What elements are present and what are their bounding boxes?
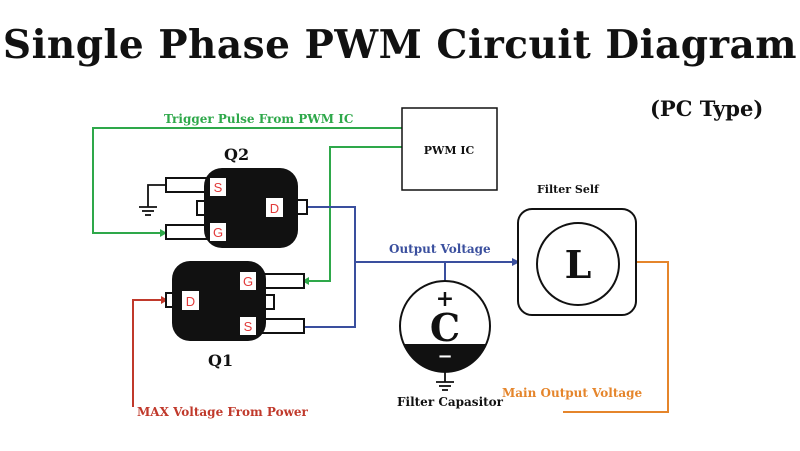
q1-pin-d-box bbox=[182, 291, 199, 310]
filter-capacitor: + C − bbox=[399, 280, 491, 373]
q2-label: Q2 bbox=[224, 145, 249, 164]
output-wires bbox=[305, 206, 516, 328]
q1-pin-s: S bbox=[244, 319, 253, 334]
q2-pin-g: G bbox=[213, 225, 223, 240]
ground-icon-capacitor bbox=[436, 371, 454, 391]
q1-label: Q1 bbox=[208, 351, 233, 370]
output-voltage-label: Output Voltage bbox=[389, 242, 491, 256]
trigger-arrow-q1 bbox=[302, 277, 309, 285]
filter-self-label: Filter Self bbox=[537, 183, 600, 196]
max-voltage-arrow bbox=[161, 296, 168, 304]
q1-pin-g-box bbox=[240, 272, 256, 290]
inductor-symbol: L bbox=[565, 242, 592, 287]
trigger-wire-q1 bbox=[305, 146, 402, 282]
q2-pin-s: S bbox=[214, 180, 223, 195]
trigger-wires bbox=[92, 127, 402, 282]
main-output-wire bbox=[563, 261, 669, 413]
pwm-ic-label: PWM IC bbox=[424, 144, 475, 157]
diagram-subtitle: (PC Type) bbox=[650, 96, 764, 121]
q1-pin-s-box bbox=[240, 317, 256, 335]
pwm-ic-box bbox=[401, 107, 498, 191]
capacitor-minus: − bbox=[437, 346, 452, 367]
q1-lead-s bbox=[259, 318, 305, 334]
q2-drain-wire bbox=[305, 206, 356, 328]
q1-pin-d: D bbox=[186, 294, 195, 309]
q2-pin-s-box bbox=[210, 178, 226, 196]
q2-body bbox=[204, 168, 298, 248]
transistor-q2: S G D bbox=[165, 168, 308, 248]
capacitor-negative-fill bbox=[403, 344, 487, 373]
transistor-q1: D G S bbox=[165, 261, 305, 341]
q2-lead-g bbox=[165, 224, 211, 240]
trigger-arrow-q2 bbox=[160, 229, 167, 237]
capacitor-plus: + bbox=[436, 286, 454, 312]
main-output-label: Main Output Voltage bbox=[502, 386, 643, 400]
trigger-label: Trigger Pulse From PWM IC bbox=[164, 112, 353, 126]
capacitor-symbol: C bbox=[430, 305, 460, 350]
max-voltage-label: MAX Voltage From Power bbox=[137, 405, 309, 419]
q2-pin-g-box bbox=[210, 223, 226, 241]
q2-pin-d: D bbox=[270, 201, 279, 216]
q2-pin-d-box bbox=[266, 198, 283, 217]
inductor-circle bbox=[536, 222, 620, 306]
output-arrow bbox=[512, 258, 520, 266]
q2-lead-s bbox=[165, 177, 211, 193]
trigger-wire-q2 bbox=[92, 127, 402, 234]
q1-lead-g bbox=[259, 273, 305, 289]
q1-pin-g: G bbox=[243, 274, 253, 289]
diagram-title: Single Phase PWM Circuit Diagram bbox=[2, 22, 798, 68]
ground-icon-q2 bbox=[139, 184, 166, 216]
filter-capacitor-label: Filter Capasitor bbox=[397, 395, 504, 409]
max-voltage-wire bbox=[132, 299, 165, 407]
